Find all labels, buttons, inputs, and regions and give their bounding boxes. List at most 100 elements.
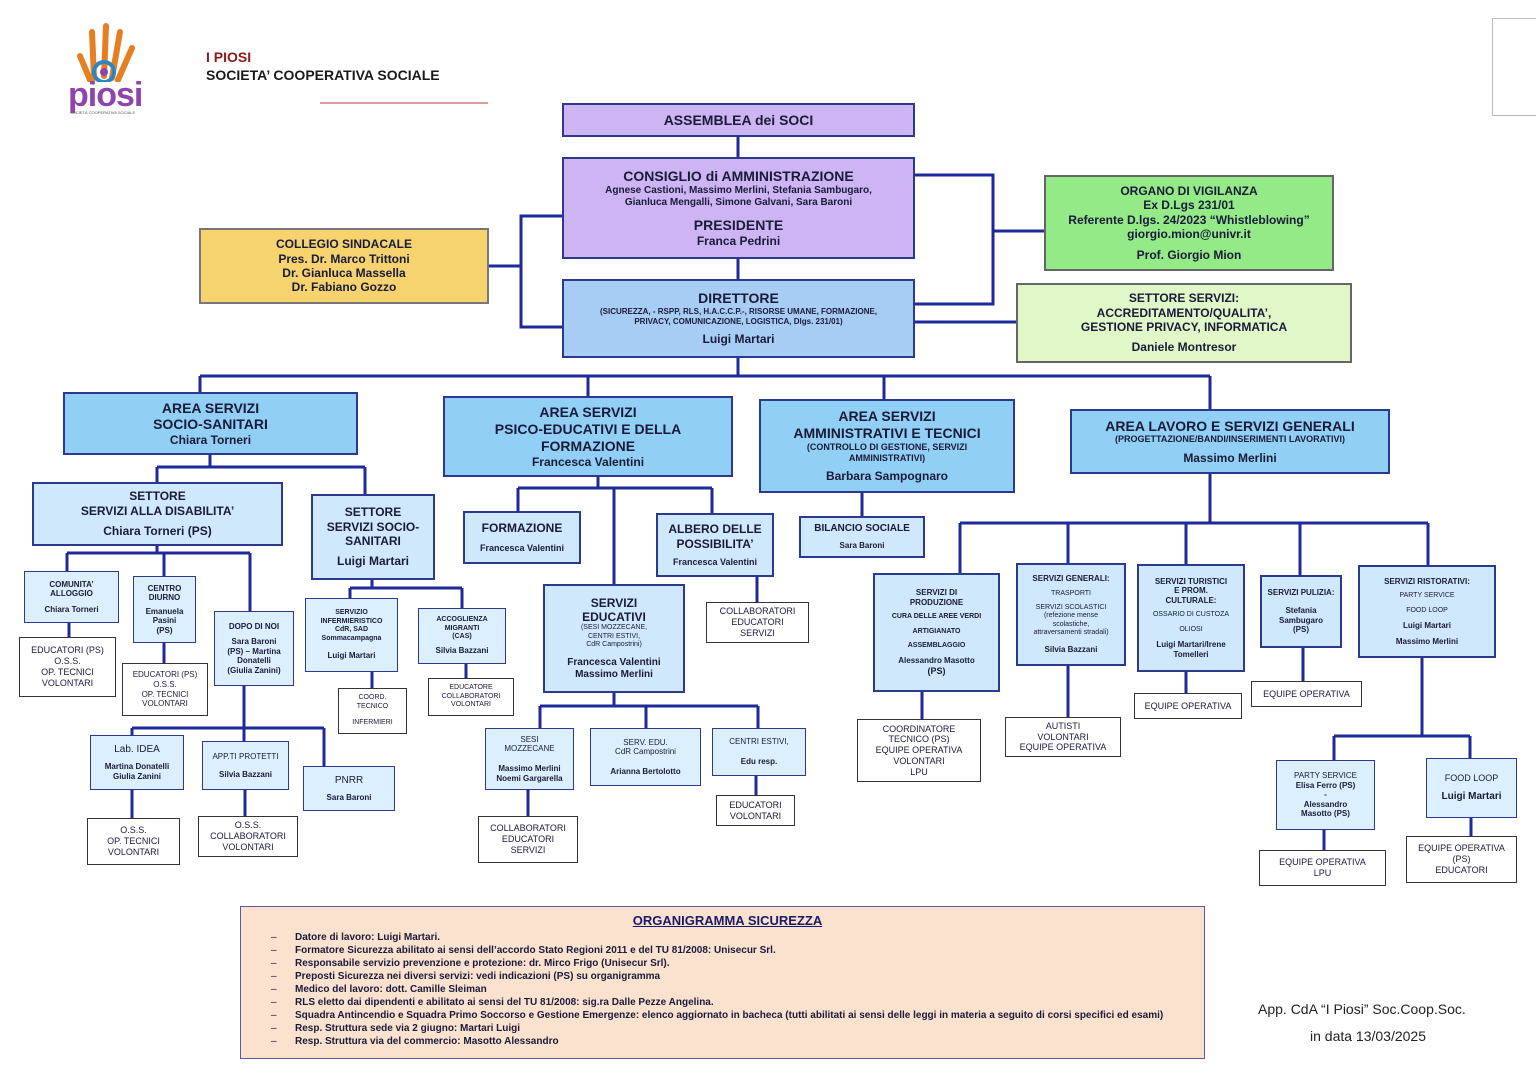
albero-name: Francesca Valentini (672, 556, 758, 567)
settore-servizi-line3: GESTIONE PRIVACY, INFORMATICA (1080, 320, 1288, 334)
pnrr-name: Sara Baroni (326, 792, 372, 802)
tur-name-1: Luigi Martari/Irene (1156, 640, 1226, 650)
lab-idea-title: Lab. IDEA (114, 743, 160, 755)
appti-title: APP.TI PROTETTI (212, 751, 279, 761)
area2-line3: FORMAZIONE (540, 437, 636, 454)
area-socio-sanitari-box: AREA SERVIZI SOCIO-SANITARI Chiara Torne… (63, 392, 358, 455)
gen-line4: (refezione mense (1043, 612, 1099, 620)
sicurezza-item-text: Resp. Struttura via del commercio: Masot… (295, 1036, 559, 1047)
servedu-line1: SERV. EDU. (623, 737, 668, 747)
prod-line5: ASSEMBLAGGIO (907, 642, 966, 650)
sicurezza-dash: – (271, 932, 277, 943)
staff-lab-1: O.S.S. (120, 825, 147, 836)
hand-logo-icon (77, 23, 135, 82)
ce-line1: CENTRI ESTIVI, (729, 737, 789, 747)
settore-disabilita-box: SETTORE SERVIZI ALLA DISABILITA’ Chiara … (32, 482, 283, 546)
staff-generali-box: AUTISTI VOLONTARI EQUIPE OPERATIVA (1005, 717, 1121, 757)
staff-sesi-2: EDUCATORI (501, 834, 555, 845)
gen-line3: SERVIZI SCOLASTICI (1035, 603, 1107, 611)
org-name: I PIOSI (206, 49, 252, 65)
sicurezza-item: –Squadra Antincendio e Squadra Primo Soc… (271, 1009, 1184, 1022)
assemblea-title: ASSEMBLEA dei SOCI (663, 111, 814, 128)
staff-albero-1: COLLABORATORI (719, 606, 796, 617)
sicurezza-item-text: Medico del lavoro: dott. Camille Sleiman (295, 984, 487, 995)
staff-appti-box: O.S.S. COLLABORATORI VOLONTARI (198, 816, 298, 857)
staff-prod-2: TECNICO (PS) (888, 734, 950, 745)
settore-socio-sanitari-box: SETTORE SERVIZI SOCIO- SANITARI Luigi Ma… (311, 494, 435, 580)
area2-line1: AREA SERVIZI (539, 404, 637, 421)
staff-com-3: OP. TECNICI (41, 667, 94, 677)
pnrr-title: PNRR (334, 774, 364, 786)
area4-title: AREA LAVORO E SERVIZI GENERALI (1105, 417, 1355, 434)
albero-line2: POSSIBILITA’ (676, 536, 754, 551)
ddn-title: DOPO DI NOI (228, 621, 280, 631)
cda-members-1: Agnese Castioni, Massimo Merlini, Stefan… (605, 184, 872, 196)
vigilanza-email: giorgio.mion@univr.it (1127, 227, 1251, 242)
staff-party-1: EQUIPE OPERATIVA (1279, 857, 1366, 868)
staff-com-2: O.S.S. (54, 656, 81, 667)
albero-line1: ALBERO DELLE (668, 522, 762, 537)
accoglienza-migranti-box: ACCOGLIENZA MIGRANTI (CAS) Silvia Bazzan… (418, 608, 506, 664)
prod-ps: (PS) (927, 666, 946, 677)
cd-line2: DIURNO (148, 593, 181, 603)
presidente-name: Franca Pedrini (696, 233, 781, 248)
collegio-member-2: Dr. Fabiano Gozzo (291, 280, 397, 295)
staff-cd-1: EDUCATORI (PS) (132, 670, 198, 680)
tur-line5: OLIOSI (1179, 625, 1203, 633)
collegio-sindacale-box: COLLEGIO SINDACALE Pres. Dr. Marco Tritt… (199, 228, 489, 304)
organo-vigilanza-box: ORGANO DI VIGILANZA Ex D.Lgs 231/01 Refe… (1044, 175, 1334, 271)
coord-tecnico-box: COORD. TECNICO INFERMIERI (338, 688, 407, 734)
tur-line4: OSSARIO DI CUSTOZA (1152, 611, 1230, 619)
sociosan-line3: SANITARI (345, 534, 401, 548)
edu-line4: CENTRI ESTIVI, (587, 632, 641, 640)
area3-line4: AMMINISTRATIVI) (848, 452, 926, 463)
ddn-line4: Donatelli (237, 656, 271, 666)
staff-albero-3: SERVIZI (740, 627, 775, 638)
staff-albero-box: COLLABORATORI EDUCATORI SERVIZI (706, 602, 809, 643)
servizi-educativi-box: SERVIZI EDUCATIVI (SESI MOZZECANE, CENTR… (543, 584, 685, 693)
ris-name-1: Luigi Martari (1402, 621, 1451, 631)
prod-line1: SERVIZI DI (915, 588, 958, 598)
sicurezza-item: –RLS eletto dai dipendenti e abilitato a… (271, 996, 1184, 1009)
coord-3: INFERMIERI (352, 719, 393, 727)
sicurezza-item-text: Formatore Sicurezza abilitato ai sensi d… (295, 945, 776, 956)
ris-name-2: Massimo Merlini (1395, 636, 1459, 646)
prod-line3: CURA DELLE AREE VERDI (891, 613, 982, 621)
centro-diurno-box: CENTRO DIURNO Emanuela Pasini (PS) (133, 576, 196, 643)
bilancio-sociale-box: BILANCIO SOCIALE Sara Baroni (799, 516, 925, 558)
sicurezza-item: –Preposti Sicurezza nei diversi servizi:… (271, 970, 1184, 983)
gen-line1: SERVIZI GENERALI: (1032, 573, 1110, 583)
cda-box: CONSIGLIO di AMMINISTRAZIONE Agnese Cast… (562, 157, 915, 259)
inf-line4: Sommacampagna (321, 634, 382, 642)
servizi-ristorativi-box: SERVIZI RISTORATIVI: PARTY SERVICE FOOD … (1358, 565, 1496, 658)
staff-com-1: EDUCATORI (PS) (31, 645, 104, 656)
logo-text: piosi (68, 76, 143, 114)
sicurezza-dash: – (271, 1023, 277, 1034)
party-name-1: Elisa Ferro (PS) (1295, 780, 1356, 790)
staff-produzione-box: COORDINATORE TECNICO (PS) EQUIPE OPERATI… (857, 719, 981, 782)
sicurezza-dash: – (271, 971, 277, 982)
sicurezza-item-text: Resp. Struttura sede via 2 giugno: Marta… (295, 1023, 521, 1034)
vigilanza-title: ORGANO DI VIGILANZA (1120, 184, 1258, 199)
staff-centri-estivi-box: EDUCATORI VOLONTARI (716, 795, 795, 826)
tur-name-2: Tomelleri (1173, 649, 1209, 659)
sicurezza-dash: – (271, 958, 277, 969)
ddn-line3: (PS) – Martina (227, 646, 281, 656)
inf-line1: SERVIZIO (335, 609, 368, 617)
party-title: PARTY SERVICE (1294, 771, 1357, 781)
settore-servizi-title: SETTORE SERVIZI: (1128, 291, 1240, 306)
prod-line2: PRODUZIONE (909, 597, 964, 607)
acc-name: Silvia Bazzani (435, 646, 489, 656)
staff-tur-1: EQUIPE OPERATIVA (1144, 700, 1232, 711)
sesi-name-2: Noemi Gargarella (496, 773, 563, 783)
staff-cd-2: O.S.S. (153, 679, 177, 689)
gen-line6: attraversamenti stradali) (1033, 629, 1109, 637)
area3-name: Barbara Sampognaro (825, 469, 949, 484)
servizi-turistici-box: SERVIZI TURISTICI E PROM. CULTURALE: OSS… (1137, 564, 1245, 672)
sicurezza-dash: – (271, 984, 277, 995)
sesi-mozzecane-box: SESI MOZZECANE Massimo Merlini Noemi Gar… (485, 728, 574, 790)
disab-line2: SERVIZI ALLA DISABILITA’ (80, 503, 235, 518)
staff-accoglienza-box: EDUCATORE COLLABORATORI VOLONTARI (428, 678, 514, 716)
sicurezza-dash: – (271, 1036, 277, 1047)
prod-line4: ARTIGIANATO (912, 627, 961, 635)
